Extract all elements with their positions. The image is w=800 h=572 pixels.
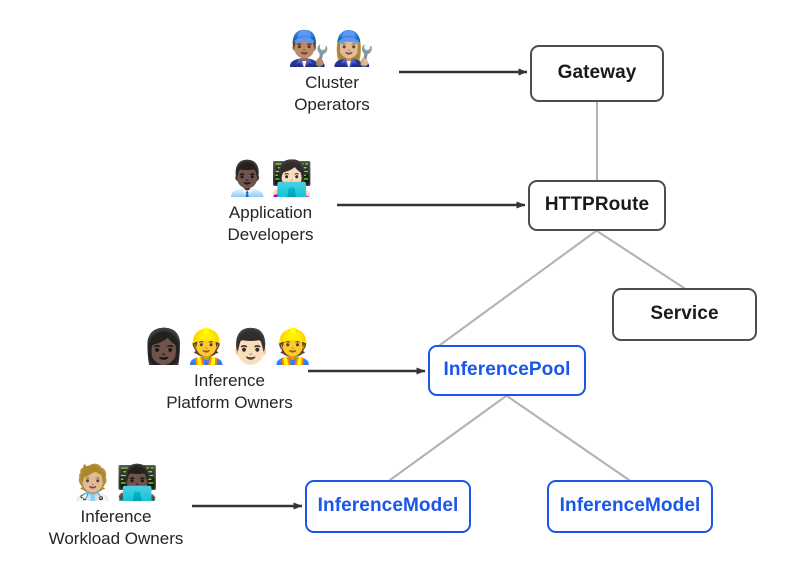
node-inferencemodel-1-label: InferenceModel [317,495,459,517]
persona-avatar-icon: 🧑🏼‍⚕️👨🏿‍💻 [71,463,161,503]
persona-inference-platform-owners: 👩🏿‍👷👨🏻‍👷 Inference Platform Owners [143,326,314,414]
persona-label: Cluster Operators [294,73,370,114]
persona-cluster-operators: 👨🏽‍🔧👩🏼‍🔧 Cluster Operators [262,28,402,116]
node-service[interactable]: Service [612,288,757,341]
node-gateway-label: Gateway [557,62,637,84]
persona-avatar-icon: 👨🏿‍💼👩🏻‍💻 [226,159,315,199]
node-httproute-label: HTTPRoute [544,194,650,216]
persona-label: Inference Workload Owners [48,507,184,548]
persona-label: Inference Platform Owners [166,371,293,412]
persona-label: Application Developers [227,203,314,244]
edge-inferencepool-inferencemodel-2 [505,394,631,482]
persona-application-developers: 👨🏿‍💼👩🏻‍💻 Application Developers [198,158,343,246]
node-inferencepool-label: InferencePool [443,359,571,381]
node-inferencemodel-1[interactable]: InferenceModel [305,480,471,533]
persona-avatar-icon: 👨🏽‍🔧👩🏼‍🔧 [287,29,377,69]
node-service-label: Service [650,303,719,325]
node-inferencepool[interactable]: InferencePool [428,345,586,396]
node-inferencemodel-2[interactable]: InferenceModel [547,480,713,533]
persona-avatar-icon: 👩🏿‍👷👨🏻‍👷 [142,327,317,367]
node-httproute[interactable]: HTTPRoute [528,180,666,231]
edge-httproute-service [595,229,686,290]
edge-inferencepool-inferencemodel-1 [388,394,508,482]
edge-httproute-inferencepool [438,229,598,347]
node-inferencemodel-2-label: InferenceModel [559,495,701,517]
persona-inference-workload-owners: 🧑🏼‍⚕️👨🏿‍💻 Inference Workload Owners [35,462,197,550]
node-gateway[interactable]: Gateway [530,45,664,102]
